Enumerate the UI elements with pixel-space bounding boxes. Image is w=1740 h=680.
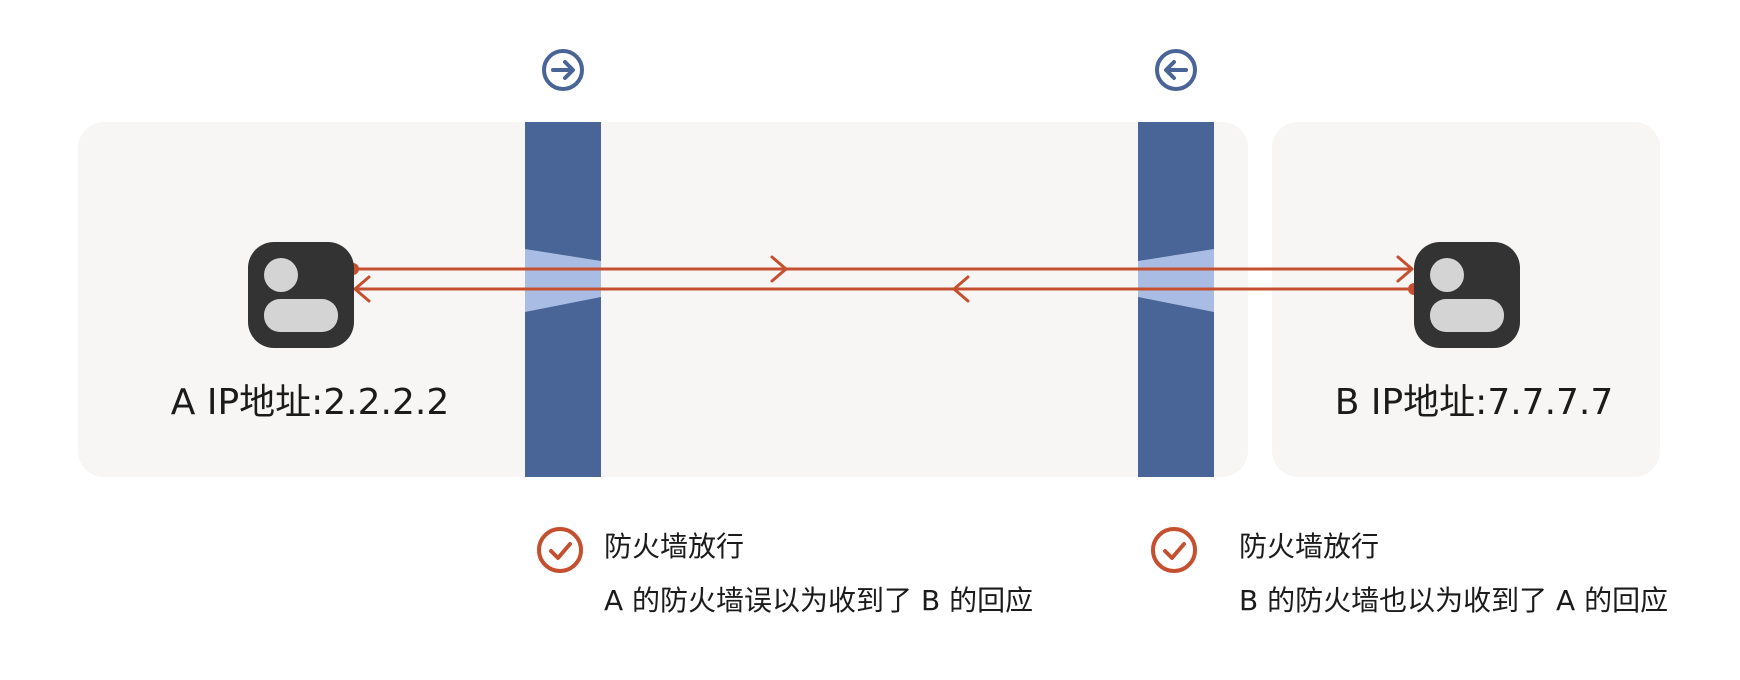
zone-a [78, 122, 1248, 477]
firewall-b-caption: 防火墙放行 B 的防火墙也以为收到了 A 的回应 [1151, 527, 1668, 617]
host-b-label: B IP地址:7.7.7.7 [1335, 382, 1614, 423]
check-circle-icon [1151, 527, 1197, 573]
firewall-b-opening [1138, 249, 1214, 312]
host-b: B IP地址:7.7.7.7 [1335, 242, 1614, 423]
connection-b-to-a [353, 275, 1420, 303]
connection-b-to-a-end-arrow [353, 275, 371, 303]
host-icon [1414, 242, 1520, 348]
firewall-a-note: A 的防火墙误以为收到了 B 的回应 [604, 584, 1033, 617]
check-circle-icon [537, 527, 583, 573]
host-a: A IP地址:2.2.2.2 [171, 242, 449, 423]
firewall-a-status: 防火墙放行 [604, 530, 744, 563]
firewall-b-note: B 的防火墙也以为收到了 A 的回应 [1239, 584, 1668, 617]
firewall-a [525, 122, 601, 477]
host-icon [248, 242, 354, 348]
host-a-label: A IP地址:2.2.2.2 [171, 382, 449, 423]
connection-a-to-b-mid-arrow [770, 255, 788, 283]
connection-a-to-b-end-arrow [1396, 255, 1414, 283]
arrow-right-circle-icon [542, 49, 584, 91]
firewall-b-status: 防火墙放行 [1239, 530, 1379, 563]
arrow-left-circle-icon [1155, 49, 1197, 91]
firewall-b [1138, 122, 1214, 477]
connection-b-to-a-mid-arrow [952, 275, 970, 303]
firewall-a-opening [525, 249, 601, 312]
firewall-a-caption: 防火墙放行 A 的防火墙误以为收到了 B 的回应 [537, 527, 1033, 617]
